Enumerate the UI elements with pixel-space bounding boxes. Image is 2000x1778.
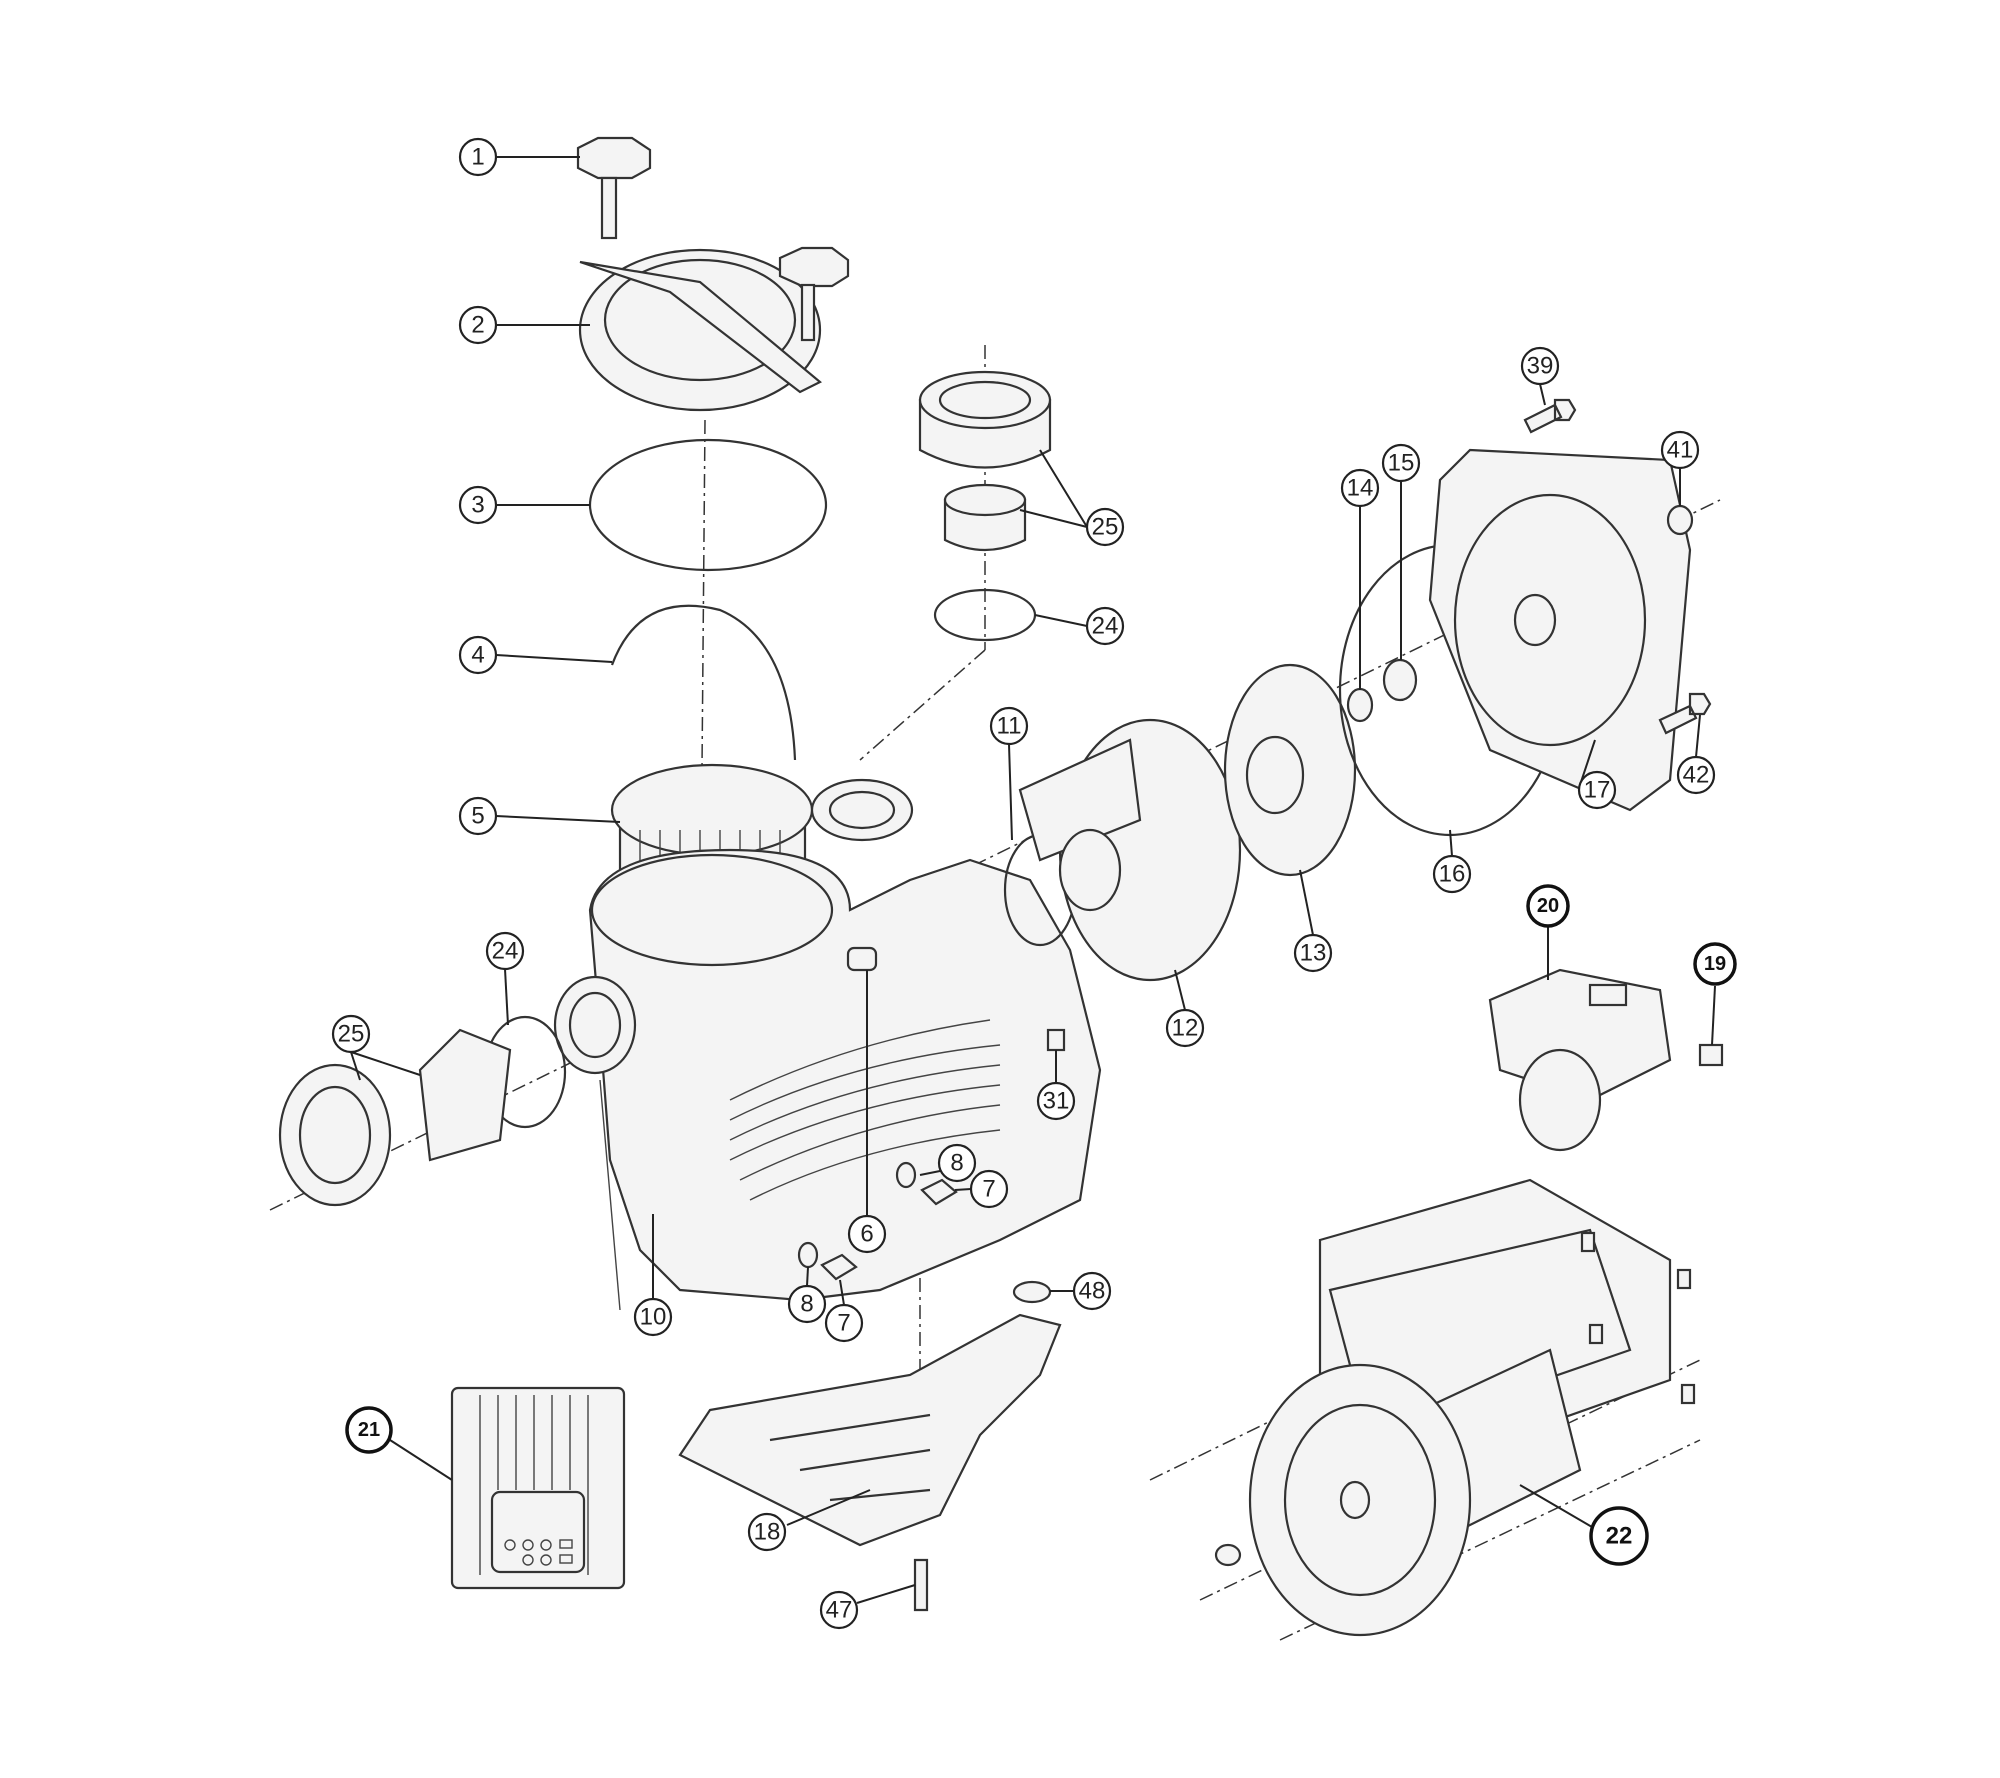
part-drain-plug-7b [820, 1253, 858, 1281]
callout-5: 5 [458, 796, 498, 836]
callout-8-lower: 8 [787, 1284, 827, 1324]
part-screw-47 [913, 1558, 929, 1612]
callout-21: 21 [345, 1406, 393, 1454]
callout-1: 1 [458, 137, 498, 177]
callout-label: 21 [358, 1419, 380, 1441]
callout-label: 3 [471, 492, 484, 519]
callout-label: 25 [338, 1021, 365, 1048]
part-oring-8a [895, 1161, 917, 1189]
callout-label: 7 [982, 1176, 995, 1203]
callout-22: 22 [1589, 1506, 1649, 1566]
callout-11: 11 [989, 706, 1029, 746]
callout-label: 22 [1606, 1523, 1633, 1550]
callout-6: 6 [847, 1214, 887, 1254]
part-washer-41 [1666, 504, 1694, 536]
part-motor-22 [1214, 1178, 1696, 1637]
part-seal-plate [1428, 448, 1692, 812]
callout-label: 19 [1704, 953, 1726, 975]
part-seal-14 [1346, 687, 1374, 723]
part-diffuser [1018, 718, 1242, 982]
callout-label: 15 [1388, 450, 1415, 477]
callout-31: 31 [1036, 1081, 1076, 1121]
part-plug-31 [1046, 1028, 1066, 1052]
part-controller-20 [1488, 968, 1672, 1152]
part-bolt-42 [1658, 692, 1712, 735]
callout-label: 7 [837, 1310, 850, 1337]
callout-label: 24 [1092, 613, 1119, 640]
part-basket-clip [610, 604, 797, 761]
part-union-top [918, 370, 1052, 642]
part-sensor-6 [846, 946, 878, 972]
part-bolt-39 [1523, 398, 1577, 434]
callout-label: 2 [471, 312, 484, 339]
part-base [678, 1313, 1062, 1547]
callout-48: 48 [1072, 1271, 1112, 1311]
callout-label: 6 [860, 1221, 873, 1248]
callout-12: 12 [1165, 1008, 1205, 1048]
callout-label: 5 [471, 803, 484, 830]
callout-13: 13 [1293, 933, 1333, 973]
callout-label: 4 [471, 642, 484, 669]
callout-label: 11 [997, 713, 1022, 740]
callout-label: 42 [1683, 762, 1710, 789]
part-knob [576, 136, 652, 240]
callout-42: 42 [1676, 755, 1716, 795]
part-screw-19 [1698, 1043, 1724, 1067]
callout-label: 16 [1439, 861, 1466, 888]
callout-39: 39 [1520, 346, 1560, 386]
callout-14: 14 [1340, 468, 1380, 508]
callout-label: 8 [800, 1291, 813, 1318]
part-drain-plug-7a [920, 1178, 958, 1206]
callout-label: 13 [1300, 940, 1327, 967]
callout-label: 20 [1537, 895, 1559, 917]
callout-label: 31 [1043, 1088, 1070, 1115]
callout-label: 12 [1172, 1015, 1199, 1042]
part-seal-15 [1382, 658, 1418, 702]
callout-16: 16 [1432, 854, 1472, 894]
callout-4: 4 [458, 635, 498, 675]
callout-19: 19 [1693, 942, 1737, 986]
part-lid [578, 246, 850, 412]
callout-label: 14 [1347, 475, 1374, 502]
part-controller-21 [450, 1386, 626, 1590]
callout-20: 20 [1526, 884, 1570, 928]
callout-3: 3 [458, 485, 498, 525]
callout-15: 15 [1381, 443, 1421, 483]
callout-47: 47 [819, 1590, 859, 1630]
callout-label: 25 [1092, 514, 1119, 541]
callout-label: 48 [1079, 1278, 1106, 1305]
callout-label: 1 [471, 144, 484, 171]
callout-17: 17 [1577, 770, 1617, 810]
part-bush-48 [1012, 1280, 1052, 1304]
callout-label: 47 [826, 1597, 853, 1624]
callout-label: 17 [1584, 777, 1611, 804]
callout-2: 2 [458, 305, 498, 345]
callout-7-lower: 7 [824, 1303, 864, 1343]
callout-41: 41 [1660, 430, 1700, 470]
callout-24-top: 24 [1085, 606, 1125, 646]
part-impeller [1223, 663, 1357, 877]
callout-label: 41 [1667, 437, 1694, 464]
callout-10: 10 [633, 1297, 673, 1337]
callout-label: 10 [640, 1304, 667, 1331]
callout-label: 8 [950, 1150, 963, 1177]
leader-lines [350, 156, 1716, 1604]
part-oring [588, 438, 828, 572]
callout-18: 18 [747, 1512, 787, 1552]
part-union-left [278, 1015, 567, 1207]
callout-8-upper: 8 [937, 1143, 977, 1183]
callout-25-left: 25 [331, 1014, 371, 1054]
callout-label: 39 [1527, 353, 1554, 380]
callout-24-left: 24 [485, 931, 525, 971]
callout-label: 18 [754, 1519, 781, 1546]
callout-label: 24 [492, 938, 519, 965]
callout-7-upper: 7 [969, 1169, 1009, 1209]
callout-25-top: 25 [1085, 507, 1125, 547]
